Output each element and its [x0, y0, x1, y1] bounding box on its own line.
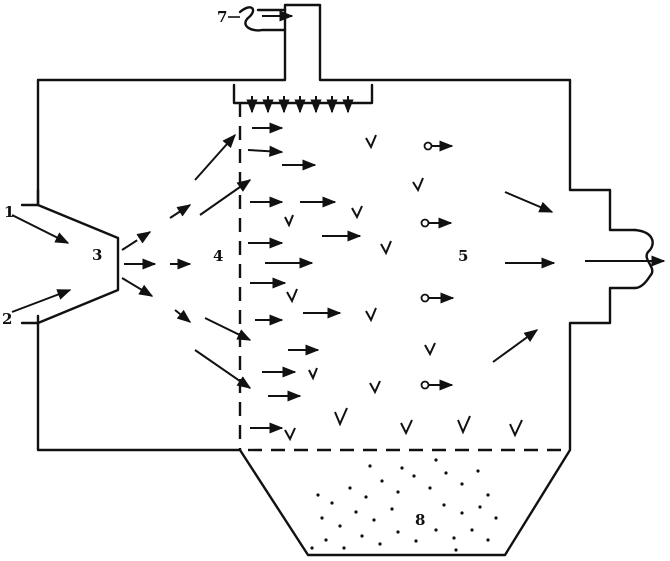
- droplet-arrows: [420, 140, 455, 391]
- right-outlet-pipe: [633, 228, 654, 290]
- label-3: 3: [92, 246, 102, 264]
- label-5: 5: [458, 247, 468, 265]
- burner-nozzle: [20, 203, 120, 325]
- falling-particles: [284, 134, 523, 442]
- exhaust-hood: [232, 83, 374, 105]
- label-2: 2: [2, 310, 12, 328]
- top-outlet-pipe: [238, 6, 287, 32]
- spray-fan: [121, 133, 252, 389]
- inlet-arrow-2: [11, 289, 72, 313]
- label-4: 4: [213, 247, 223, 265]
- label-7: 7: [217, 8, 227, 26]
- vessel-outline: [36, 3, 637, 557]
- inlet-arrow-1: [11, 214, 70, 244]
- label-8: 8: [415, 511, 425, 529]
- label-1: 1: [4, 203, 14, 221]
- hood-arrows: [246, 96, 354, 114]
- chamber-flow-arrows: [247, 122, 556, 434]
- hopper-particles: [310, 458, 498, 552]
